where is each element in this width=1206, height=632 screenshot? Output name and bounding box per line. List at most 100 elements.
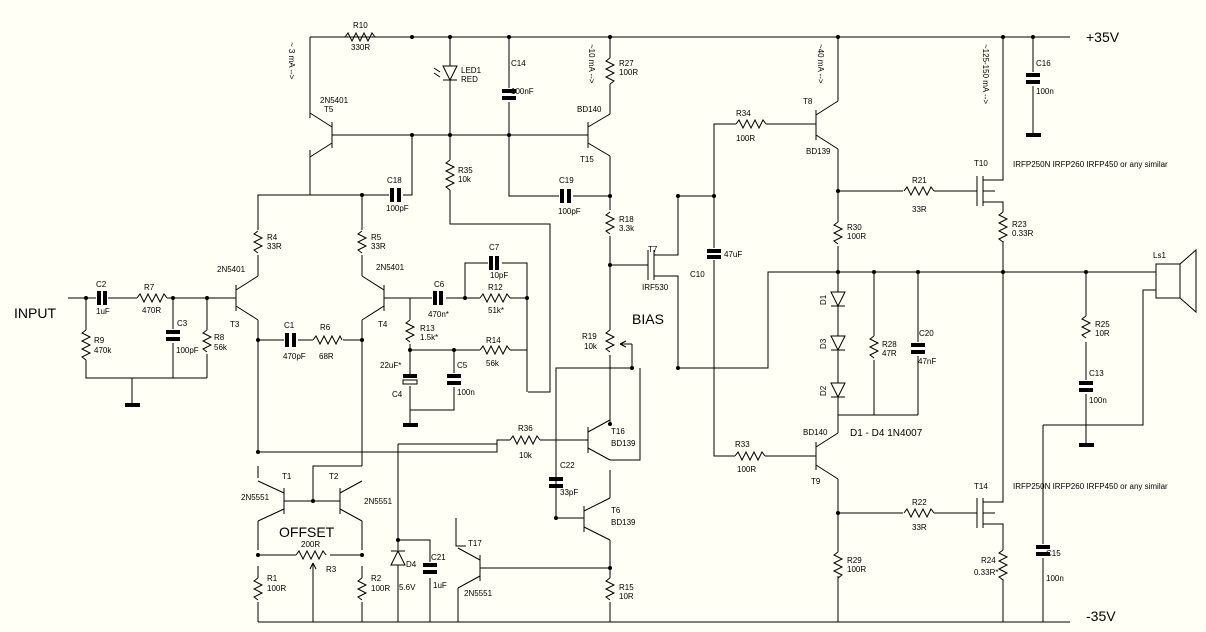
resistor-r36	[509, 434, 541, 446]
speaker-icon	[1155, 263, 1181, 299]
capacitor-c16	[1026, 73, 1040, 84]
potentiometer-r19	[604, 329, 616, 353]
t4-ref: T4	[378, 320, 388, 329]
r34-ref: R34	[736, 109, 751, 118]
output-stage: R34 100R T8 BD139 ~40 mA --> R21 33R T10…	[734, 35, 1197, 622]
c22-value: 33pF	[560, 488, 578, 497]
resistor-r1	[252, 577, 264, 601]
c1-ref: C1	[284, 321, 295, 330]
junction-dot	[448, 35, 452, 39]
junction-dot	[712, 194, 716, 198]
junction-dot	[360, 193, 364, 197]
c15-value: 100n	[1046, 574, 1064, 583]
t5-ref: T5	[324, 105, 334, 114]
r1-ref: R1	[267, 574, 278, 583]
c13-ref: C13	[1089, 369, 1104, 378]
r7-ref: R7	[144, 283, 155, 292]
c3-ref: C3	[177, 319, 188, 328]
r5-value: 33R	[371, 242, 386, 251]
junction-dot	[410, 35, 414, 39]
resistor-r5	[356, 230, 368, 254]
c15-ref: C15	[1046, 549, 1061, 558]
r29-ref: R29	[847, 556, 862, 565]
capacitor-c2	[97, 291, 107, 305]
t4-type: 2N5401	[376, 263, 405, 272]
rail-neg-label: -35V	[1086, 608, 1116, 624]
c3-value: 100pF	[176, 346, 199, 355]
d1-ref: D1	[819, 294, 828, 305]
r33-ref: R33	[735, 440, 750, 449]
junction-dot	[360, 553, 364, 557]
r21-ref: R21	[912, 176, 927, 185]
r21-value: 33R	[912, 205, 927, 214]
c18-ref: C18	[387, 176, 402, 185]
t16-type: BD139	[611, 439, 636, 448]
r35-ref: R35	[458, 166, 473, 175]
r19-ref: R19	[582, 332, 597, 341]
diodes-note: D1 - D4 1N4007	[850, 428, 923, 439]
c10-ref: C10	[690, 270, 705, 279]
r28-value: 47R	[882, 349, 897, 358]
t5-type: 2N5401	[320, 96, 349, 105]
input-stage: INPUT C2 1uF R7 470R R9 470k C3 100pF R8…	[14, 280, 228, 407]
supply-rails: +35V -35V	[258, 29, 1120, 624]
junction-dot	[836, 35, 840, 39]
r33-value: 100R	[737, 465, 756, 474]
r35-value: 10k	[458, 175, 472, 184]
junction-dot	[608, 422, 612, 426]
junction-dot	[836, 189, 840, 193]
junction-dot	[507, 133, 511, 137]
capacitor-c20	[911, 343, 925, 354]
capacitor-c18	[390, 188, 401, 202]
t8-ref: T8	[803, 97, 813, 106]
resistor-r13	[404, 319, 416, 343]
r8-ref: R8	[214, 333, 225, 342]
r6-ref: R6	[320, 323, 331, 332]
t15-ref: T15	[580, 155, 594, 164]
junction-dot	[630, 366, 634, 370]
r18-value: 3.3k	[619, 224, 635, 233]
d3-ref: D3	[819, 338, 828, 349]
r5-ref: R5	[371, 233, 382, 242]
rail-pos-label: +35V	[1086, 29, 1120, 45]
t9-ref: T9	[811, 477, 821, 486]
t16-ref: T16	[611, 427, 625, 436]
t3-type: 2N5401	[217, 265, 246, 274]
r4-value: 33R	[267, 242, 282, 251]
r2-ref: R2	[371, 574, 382, 583]
t9-type: BD140	[803, 428, 828, 437]
resistor-r24	[997, 549, 1009, 581]
c4-ref: C4	[392, 390, 403, 399]
differential-pair: T3 2N5401 T4 2N5401 R4 33R R5 33R C1 470…	[217, 194, 412, 466]
c20-value: 47nF	[918, 357, 936, 366]
r13-ref: R13	[420, 324, 435, 333]
out-current: ~125-150 mA -->	[981, 44, 990, 104]
c4-value: 22uF*	[380, 361, 401, 370]
junction-dot	[608, 35, 612, 39]
r12-value: 51k*	[488, 306, 504, 315]
r7-value: 470R	[142, 306, 161, 315]
t15-current: ~10 mA -->	[587, 44, 596, 84]
t8-current: ~40 mA -->	[816, 44, 825, 84]
c2-ref: C2	[96, 280, 107, 289]
t10-ref: T10	[974, 159, 988, 168]
speaker-ref: Ls1	[1153, 251, 1166, 260]
d4-ref: D4	[406, 560, 417, 569]
c6-value: 470n*	[428, 310, 449, 319]
t7-type: IRF530	[642, 283, 669, 292]
r14-value: 56k	[486, 359, 500, 368]
capacitor-c10	[707, 249, 721, 259]
r30-ref: R30	[847, 223, 862, 232]
r12-ref: R12	[488, 283, 503, 292]
junction-dot	[554, 516, 558, 520]
zener-d4	[390, 549, 406, 566]
r25-ref: R25	[1095, 320, 1110, 329]
resistor-r10	[344, 31, 376, 43]
r15-value: 10R	[619, 592, 634, 601]
resistor-r21	[903, 185, 935, 197]
t2-type: 2N5551	[364, 497, 393, 506]
resistor-r29	[832, 551, 844, 579]
r13-value: 1.5k*	[420, 333, 438, 342]
junction-dot	[410, 133, 414, 137]
